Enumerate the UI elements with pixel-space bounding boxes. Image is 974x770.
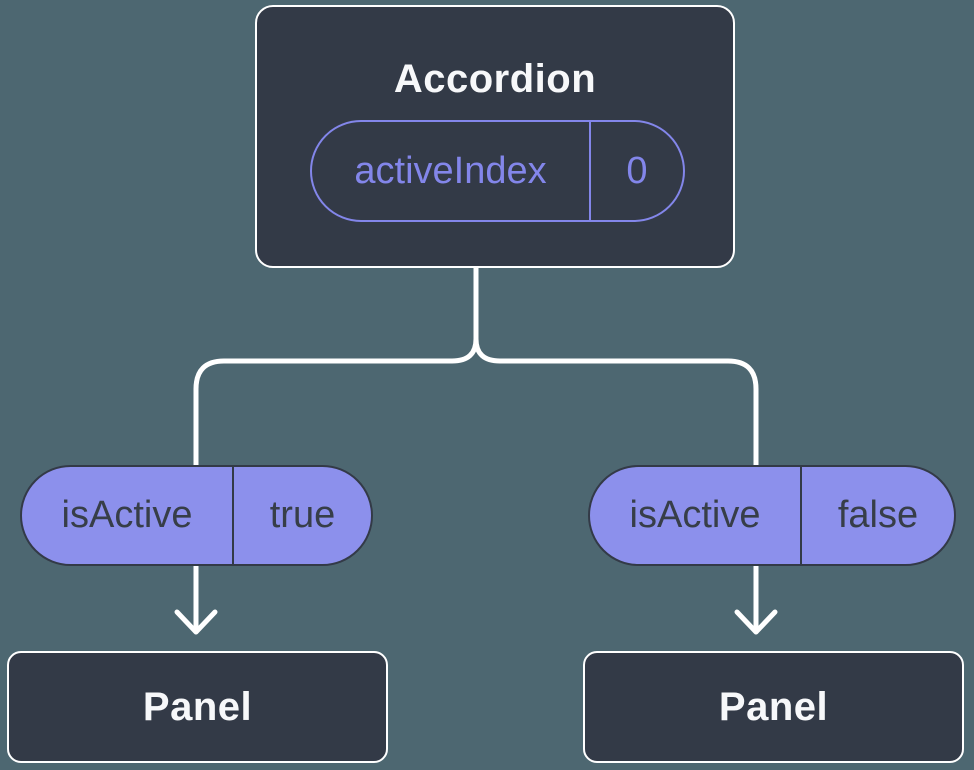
arrow-down-icon: [174, 609, 218, 635]
state-value-label: false: [837, 494, 919, 536]
prop-value-label: 0: [626, 149, 648, 192]
connector-right: [473, 266, 759, 629]
state-pill-isactive-false: isActive false: [588, 465, 956, 566]
accordion-node: Accordion activeIndex 0: [255, 5, 735, 268]
state-pill-isactive-true: isActive true: [20, 465, 373, 566]
prop-name-label: activeIndex: [312, 122, 591, 220]
prop-pill-activeindex: activeIndex 0: [310, 120, 685, 222]
state-name-label: isActive: [22, 467, 234, 564]
accordion-node-title: Accordion: [393, 57, 597, 101]
panel-node-left: Panel: [7, 651, 388, 763]
connector-left: [193, 266, 479, 629]
state-name-label: isActive: [590, 467, 802, 564]
state-value-label: true: [269, 494, 336, 536]
arrow-down-icon: [734, 609, 778, 635]
panel-node-right: Panel: [583, 651, 964, 763]
